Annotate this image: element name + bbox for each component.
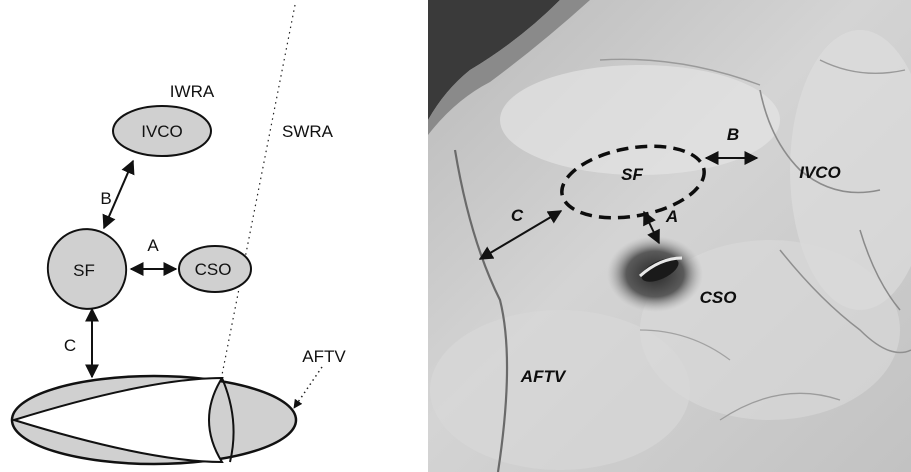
swra-label: SWRA: [282, 122, 334, 141]
aftv-label: AFTV: [302, 347, 346, 366]
cso-label: CSO: [195, 260, 232, 279]
aftv-pointer: [294, 367, 322, 408]
sf-label: SF: [73, 261, 95, 280]
photo-ivco-label: IVCO: [799, 163, 841, 182]
photo-arrow-a-label: A: [665, 207, 678, 226]
photo-arrow-c-label: C: [511, 206, 524, 225]
swra-boundary-line: [220, 5, 295, 385]
schematic-diagram: IVCO IWRA SWRA SF CSO B A C AFTV: [12, 5, 346, 464]
iwra-label: IWRA: [170, 82, 215, 101]
arrow-b-label: B: [100, 189, 111, 208]
ivco-label: IVCO: [141, 122, 183, 141]
photo-sf-label: SF: [621, 165, 643, 184]
arrow-a-label: A: [147, 236, 159, 255]
arrow-c-label: C: [64, 336, 76, 355]
tricuspid-valve: [12, 376, 296, 464]
photo-cso-label: CSO: [700, 288, 737, 307]
photo-aftv-label: AFTV: [520, 367, 567, 386]
photo-arrow-b-label: B: [727, 125, 739, 144]
anatomical-photo: SF B IVCO C A CSO AFTV: [428, 0, 911, 472]
